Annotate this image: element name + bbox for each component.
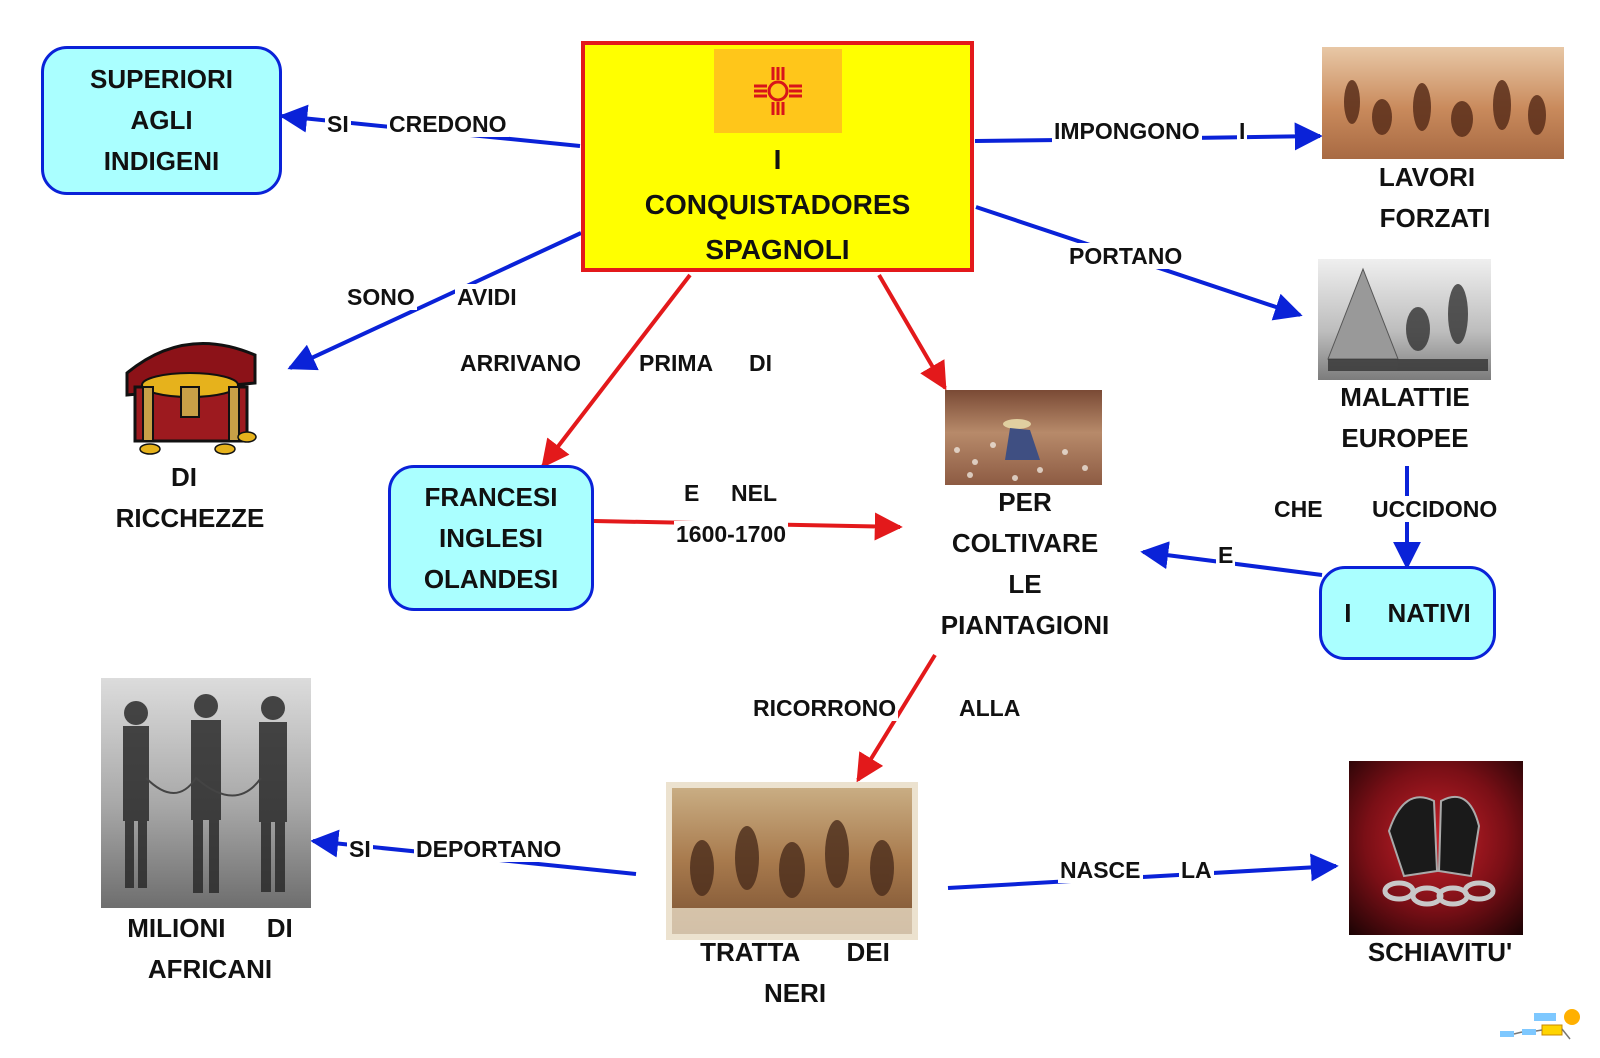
africani-word-milioni: MILIONI [127, 913, 226, 943]
link-francesi [541, 273, 692, 469]
disease-image [1318, 259, 1491, 380]
node-superiori-agli-indigeni: SUPERIORI AGLI INDIGENI [41, 46, 282, 195]
label-sono: SONO [345, 284, 417, 310]
tratta-line-2: NERI [763, 978, 827, 1008]
africani-line-2: AFRICANI [147, 954, 273, 984]
piantagioni-line-2: COLTIVARE [951, 528, 1099, 558]
label-che: CHE [1272, 496, 1325, 522]
node-per-coltivare-le-piantagioni: PER COLTIVARE LE PIANTAGIONI [925, 482, 1125, 646]
label-credono: CREDONO [387, 111, 509, 137]
africani-line-1: MILIONI DI [110, 908, 310, 949]
label-si: SI [325, 111, 351, 137]
node-i-nativi: I NATIVI [1319, 566, 1496, 660]
node-ricchezze: DI RICCHEZZE [100, 457, 280, 539]
label-e: E [1216, 542, 1236, 568]
ricchezze-line-2: RICCHEZZE [115, 503, 265, 533]
nativi-line-1: I [1344, 597, 1352, 628]
tratta-line-1: TRATTA DEI [690, 932, 900, 973]
link-per-coltivare [877, 273, 947, 391]
label-avidi: AVIDI [455, 284, 519, 310]
label-nel: NEL [729, 480, 779, 506]
label-impongono: IMPONGONO [1052, 118, 1202, 144]
ricchezze-line-1: DI [171, 462, 197, 492]
central-line-2: CONQUISTADORES [644, 189, 911, 220]
nativi-line-2: NATIVI [1387, 597, 1471, 628]
treasure-chest-icon [115, 325, 260, 460]
africani-word-di: DI [266, 913, 293, 943]
piantagioni-line-3: LE [1008, 569, 1042, 599]
central-line-1: I [773, 144, 782, 175]
label-arrivano: ARRIVANO [458, 350, 583, 376]
tratta-word-tratta: TRATTA [700, 937, 800, 967]
label-si-deportano: SI [347, 836, 373, 862]
node-francesi-inglesi-olandesi: FRANCESI INGLESI OLANDESI [388, 465, 594, 611]
francesi-line-1: FRANCESI [424, 481, 558, 512]
superiori-line-1: SUPERIORI [89, 64, 234, 94]
label-portano: PORTANO [1067, 243, 1185, 269]
superiori-line-3: INDIGENI [103, 146, 220, 176]
francesi-line-3: OLANDESI [423, 563, 559, 594]
superiori-line-2: AGLI [130, 105, 193, 135]
francesi-line-2: INGLESI [438, 522, 543, 553]
label-la: LA [1179, 857, 1214, 883]
central-line-3: SPAGNOLI [705, 234, 850, 265]
label-deportano: DEPORTANO [414, 836, 564, 862]
lavori-line-2: FORZATI [1379, 203, 1491, 233]
label-e-nel-e: E [682, 480, 702, 506]
malattie-line-1: MALATTIE [1340, 382, 1470, 412]
lavori-line-1: LAVORI [1378, 162, 1476, 192]
label-prima: PRIMA [637, 350, 716, 376]
node-malattie-europee: MALATTIE EUROPEE [1310, 377, 1500, 459]
label-di: DI [747, 350, 774, 376]
central-node-text: I CONQUISTADORES SPAGNOLI [585, 137, 970, 272]
link-ricchezze [287, 231, 582, 371]
label-uccidono: UCCIDONO [1370, 496, 1500, 522]
node-schiavitu: SCHIAVITU' [1345, 932, 1535, 973]
central-node-conquistadores: I CONQUISTADORES SPAGNOLI [581, 41, 974, 272]
label-alla: ALLA [957, 695, 1023, 721]
forced-labor-image [1322, 47, 1564, 159]
piantagioni-line-4: PIANTAGIONI [940, 610, 1110, 640]
tratta-word-dei: DEI [846, 937, 890, 967]
chained-hands-icon [1349, 761, 1523, 935]
malattie-line-2: EUROPEE [1341, 423, 1469, 453]
cotton-plantation-image [945, 390, 1102, 485]
node-tratta-dei-neri: TRATTA DEI NERI [690, 932, 900, 1014]
label-1600-1700: 1600-1700 [674, 521, 788, 547]
zia-sun-flag-icon [714, 49, 842, 133]
piantagioni-line-1: PER [998, 487, 1052, 517]
schiavitu-line-1: SCHIAVITU' [1367, 937, 1513, 967]
label-nasce: NASCE [1058, 857, 1143, 883]
label-ricorrono: RICORRONO [751, 695, 899, 721]
slave-trade-image [666, 782, 918, 940]
node-milioni-di-africani: MILIONI DI AFRICANI [110, 908, 310, 990]
label-i: I [1237, 118, 1248, 144]
african-slaves-image [101, 678, 311, 908]
node-lavori-forzati: LAVORI FORZATI [1345, 157, 1525, 239]
cmap-logo-icon [1498, 1003, 1586, 1047]
